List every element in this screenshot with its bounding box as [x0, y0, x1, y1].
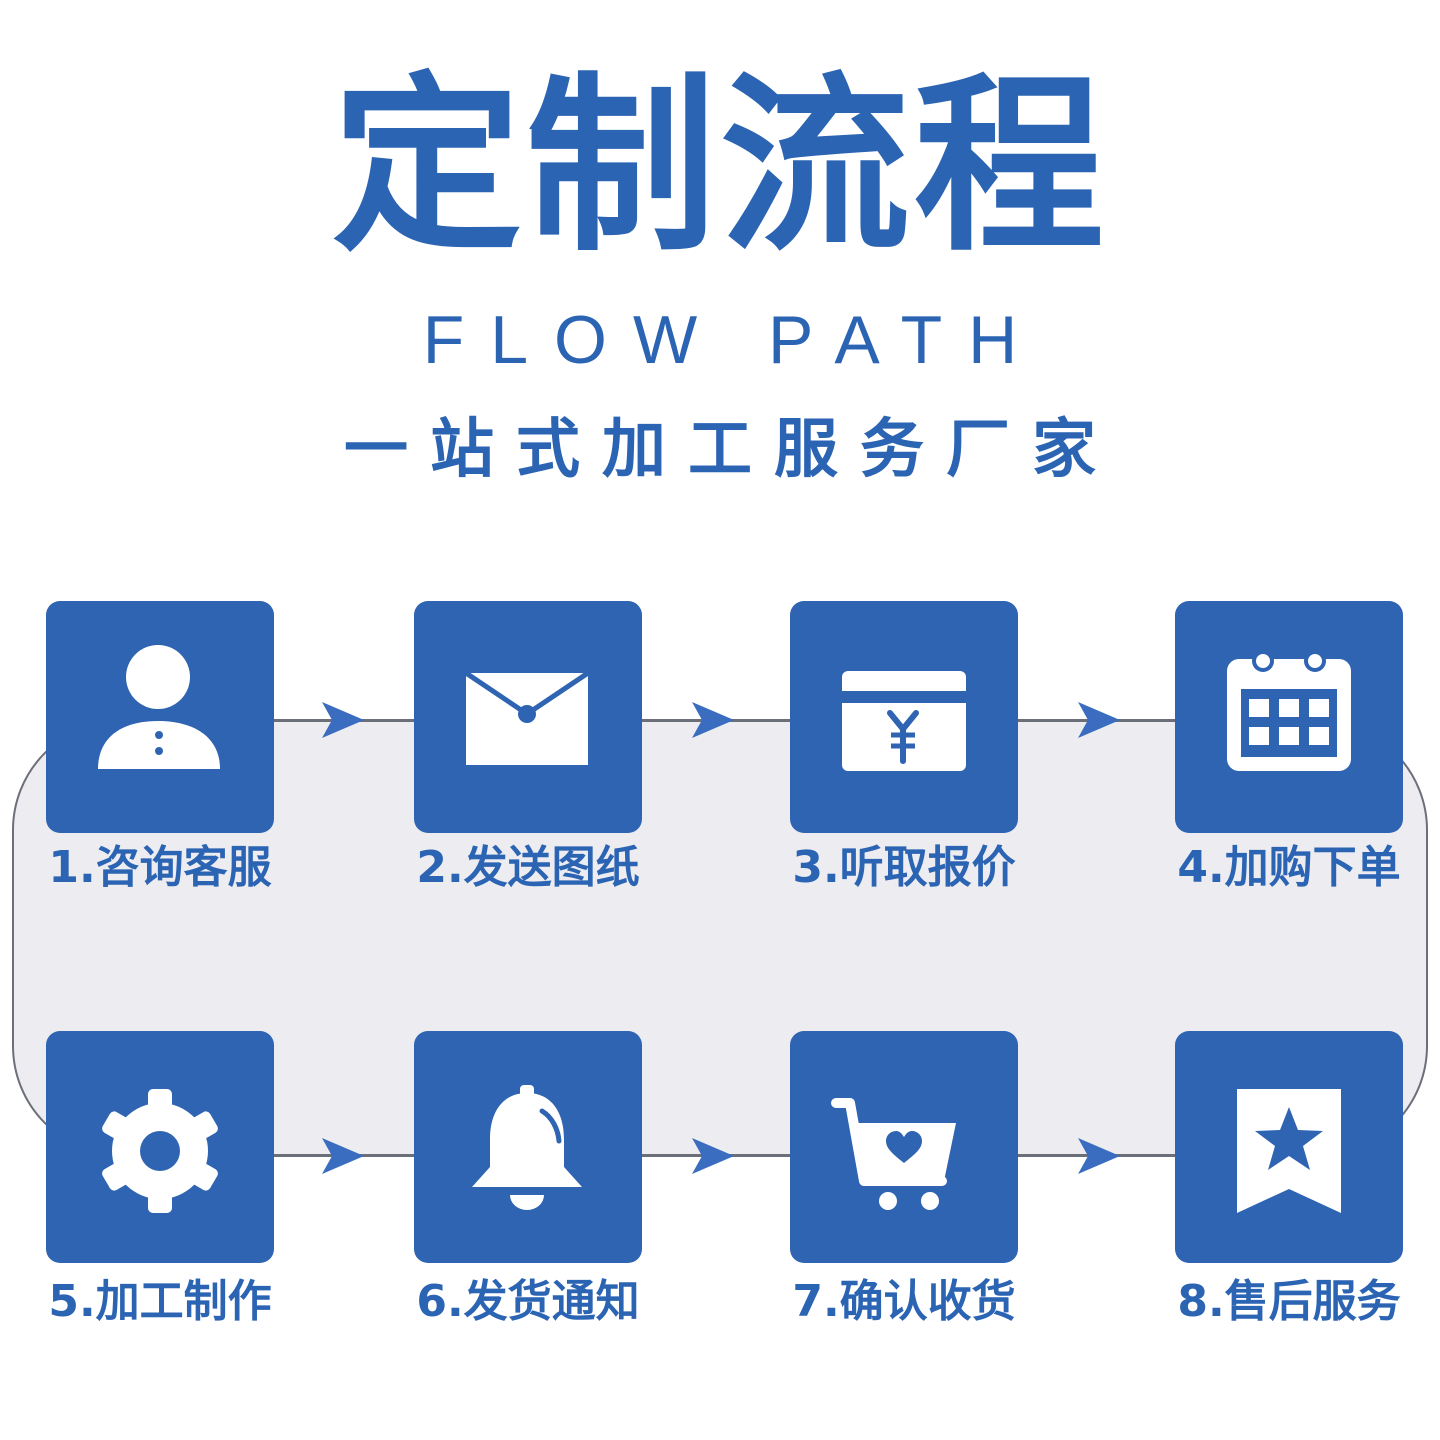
step-6-label: 6.发货通知	[416, 1276, 640, 1327]
envelope-icon	[464, 670, 590, 765]
arrow-right-icon	[692, 1138, 734, 1174]
step-7-label: 7.确认收货	[792, 1276, 1016, 1327]
arrow-right-icon	[1078, 702, 1120, 738]
arrow-right-icon	[692, 702, 734, 738]
step-3-tile	[790, 601, 1018, 833]
step-2-tile	[414, 601, 642, 833]
step-5-tile	[46, 1031, 274, 1263]
arrow-right-icon	[322, 1138, 364, 1174]
calendar-icon	[1227, 650, 1351, 771]
step-4-tile	[1175, 601, 1403, 833]
star-bookmark-icon	[1237, 1089, 1341, 1213]
step-2-label: 2.发送图纸	[416, 842, 640, 893]
step-8-label: 8.售后服务	[1177, 1276, 1401, 1327]
step-3-label: 3.听取报价	[792, 842, 1016, 893]
step-4-label: 4.加购下单	[1177, 842, 1401, 893]
arrow-right-icon	[1078, 1138, 1120, 1174]
step-5-label: 5.加工制作	[48, 1276, 272, 1327]
yen-card-icon	[842, 671, 966, 771]
bell-icon	[472, 1085, 582, 1210]
page-title: 定制流程	[331, 56, 1108, 277]
gear-icon	[102, 1089, 218, 1213]
step-1-label: 1.咨询客服	[48, 842, 272, 893]
english-subtitle: FLOW PATH	[422, 302, 1044, 378]
arrow-right-icon	[322, 702, 364, 738]
tagline: 一站式加工服务厂家	[344, 413, 1118, 487]
user-icon	[98, 645, 220, 769]
step-8-tile	[1175, 1031, 1403, 1263]
step-1-tile	[46, 601, 274, 833]
step-7-tile	[790, 1031, 1018, 1263]
cart-heart-icon	[831, 1098, 956, 1210]
step-6-tile	[414, 1031, 642, 1263]
